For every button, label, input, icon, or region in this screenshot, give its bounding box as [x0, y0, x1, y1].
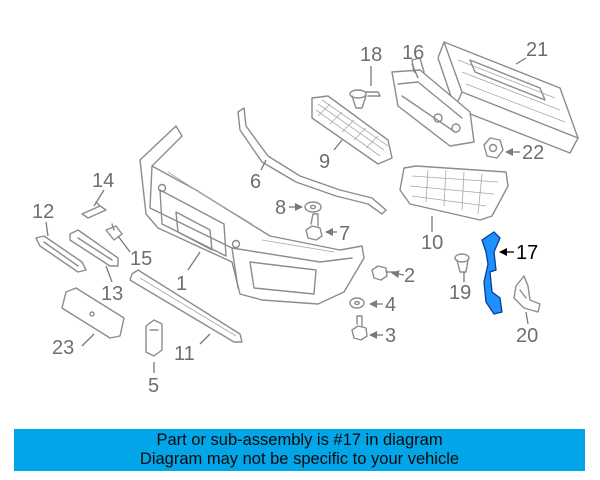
callout-3: 3	[385, 325, 396, 347]
callout-10: 10	[421, 232, 443, 254]
part-18-clip	[349, 89, 381, 109]
callout-4: 4	[385, 294, 396, 316]
callout-labels: 1 2 3 4 5 6 7 8 9 10 11 12 13 14 15 16 1…	[32, 39, 548, 397]
part-19-clip	[454, 253, 470, 273]
parts-diagram: 1 2 3 4 5 6 7 8 9 10 11 12 13 14 15 16 1…	[32, 39, 579, 397]
callout-21: 21	[526, 39, 548, 61]
part-13-bracket	[69, 229, 119, 267]
callout-5: 5	[148, 375, 159, 397]
part-17-bracket-highlighted	[481, 231, 503, 315]
callout-8: 8	[275, 197, 286, 219]
callout-1: 1	[176, 273, 187, 295]
part-22-nut	[483, 137, 504, 159]
callout-14: 14	[92, 170, 114, 192]
info-banner: Part or sub-assembly is #17 in diagram D…	[14, 429, 585, 471]
part-21-grille-panel	[437, 41, 579, 154]
part-12-bracket	[35, 235, 87, 273]
part-7-bolt	[305, 213, 323, 241]
callout-12: 12	[32, 201, 54, 223]
callout-19: 19	[449, 282, 471, 304]
part-20-bracket	[513, 275, 541, 313]
part-16-bracket	[391, 57, 475, 147]
part-23-plate	[61, 287, 125, 339]
banner-line-2: Diagram may not be specific to your vehi…	[139, 450, 460, 468]
part-9-mesh-grille	[311, 95, 393, 165]
callout-13: 13	[101, 283, 123, 305]
callout-6: 6	[250, 171, 261, 193]
callout-15: 15	[130, 248, 152, 270]
part-2-bolt	[371, 265, 397, 281]
callout-17: 17	[516, 242, 538, 264]
part-14-bracket	[81, 201, 107, 219]
callout-7: 7	[339, 223, 350, 245]
callout-23: 23	[52, 337, 74, 359]
part-4-washer	[349, 297, 365, 309]
callout-11: 11	[174, 343, 195, 365]
callout-20: 20	[516, 325, 538, 347]
part-1-bumper-cover	[139, 125, 365, 305]
callout-22: 22	[522, 142, 544, 164]
part-8-washer	[304, 201, 322, 213]
part-3-bolt	[351, 315, 368, 341]
part-10-lower-grille	[399, 165, 509, 221]
leader-lines	[45, 57, 529, 373]
callout-9: 9	[319, 151, 330, 173]
callout-18: 18	[360, 44, 382, 66]
part-5-cover	[145, 319, 163, 357]
callout-2: 2	[404, 265, 415, 287]
part-6-trim-strip	[237, 107, 387, 215]
part-11-lower-strip	[129, 269, 243, 343]
callout-16: 16	[402, 42, 424, 64]
banner-line-1: Part or sub-assembly is #17 in diagram	[156, 431, 443, 449]
